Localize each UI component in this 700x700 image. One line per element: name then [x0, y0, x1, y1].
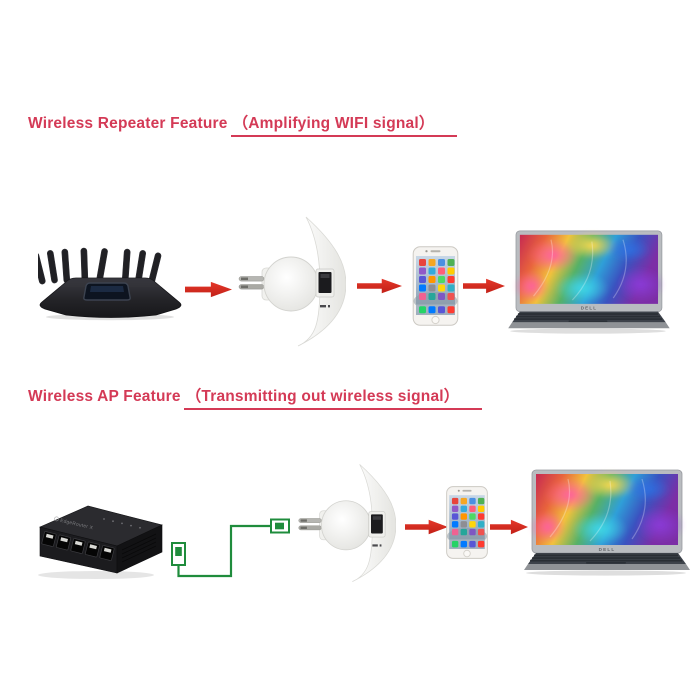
repeater-round-body: [321, 500, 371, 551]
ethernet-switch-image: EdgeRouter X: [34, 488, 168, 580]
dock-icons: [416, 304, 455, 315]
ethernet-cable-wire: [168, 514, 296, 582]
title-prefix: Wireless Repeater Feature: [28, 115, 228, 132]
smartphone-image: [446, 486, 488, 559]
phone-screen: [446, 495, 488, 549]
laptop-keyboard: [528, 553, 686, 564]
dell-logo: DELL: [599, 547, 616, 552]
dock-icons: [449, 539, 485, 549]
phone-screen: [413, 256, 458, 315]
screen-feather-strokes: [549, 478, 646, 542]
ethernet-port: [315, 268, 335, 298]
laptop-keyboard: [512, 311, 666, 323]
home-button: [431, 315, 440, 325]
arrow-right-icon: [357, 278, 402, 294]
cable-path: [177, 524, 271, 578]
app-grid: [451, 497, 485, 536]
switch-shadow: [38, 571, 154, 579]
arrow-right-icon: [185, 281, 232, 298]
screen-feather-strokes: [533, 239, 627, 301]
router-image: [38, 246, 183, 321]
router-display: [83, 282, 131, 301]
laptop-image: DELL: [504, 228, 670, 335]
arrow-right-icon: [463, 278, 505, 294]
switch-leds: [103, 518, 141, 529]
laptop-screen: [530, 471, 684, 545]
power-pins: [298, 518, 322, 531]
app-grid: [419, 259, 455, 300]
switch-ports: [41, 531, 115, 561]
switch-vents: [121, 533, 157, 563]
phone-earpiece: [457, 489, 472, 492]
laptop-image: DELL: [520, 466, 690, 578]
ethernet-port: [368, 511, 386, 538]
repeater-round-body: [263, 256, 319, 312]
port-label-marking: [372, 544, 382, 547]
port-label-marking: [320, 305, 330, 308]
rj45-plug-horizontal-icon: [270, 518, 290, 534]
power-pins: [238, 276, 265, 290]
title-highlight: （Transmitting out wireless signal）: [183, 388, 482, 410]
dell-logo: DELL: [581, 306, 597, 311]
laptop-base-edge: [524, 564, 690, 570]
wifi-repeater-image: [296, 458, 396, 588]
wifi-repeater-image: [236, 214, 346, 349]
laptop-shadow: [526, 570, 686, 576]
ap-feature-title: Wireless AP Feature（Transmitting out wir…: [28, 384, 482, 410]
home-button: [463, 549, 471, 558]
phone-earpiece: [425, 250, 441, 253]
title-highlight: （Amplifying WIFI signal）: [230, 115, 457, 137]
smartphone-image: [412, 246, 459, 326]
switch-side: [116, 524, 163, 574]
title-prefix: Wireless AP Feature: [28, 388, 181, 405]
arrow-right-icon: [405, 519, 448, 535]
rj45-plug-vertical-icon: [171, 542, 186, 566]
laptop-screen: [514, 231, 664, 304]
repeater-feature-title: Wireless Repeater Feature（Amplifying WIF…: [28, 111, 457, 137]
laptop-base-edge: [508, 322, 670, 329]
laptop-shadow: [510, 328, 666, 334]
